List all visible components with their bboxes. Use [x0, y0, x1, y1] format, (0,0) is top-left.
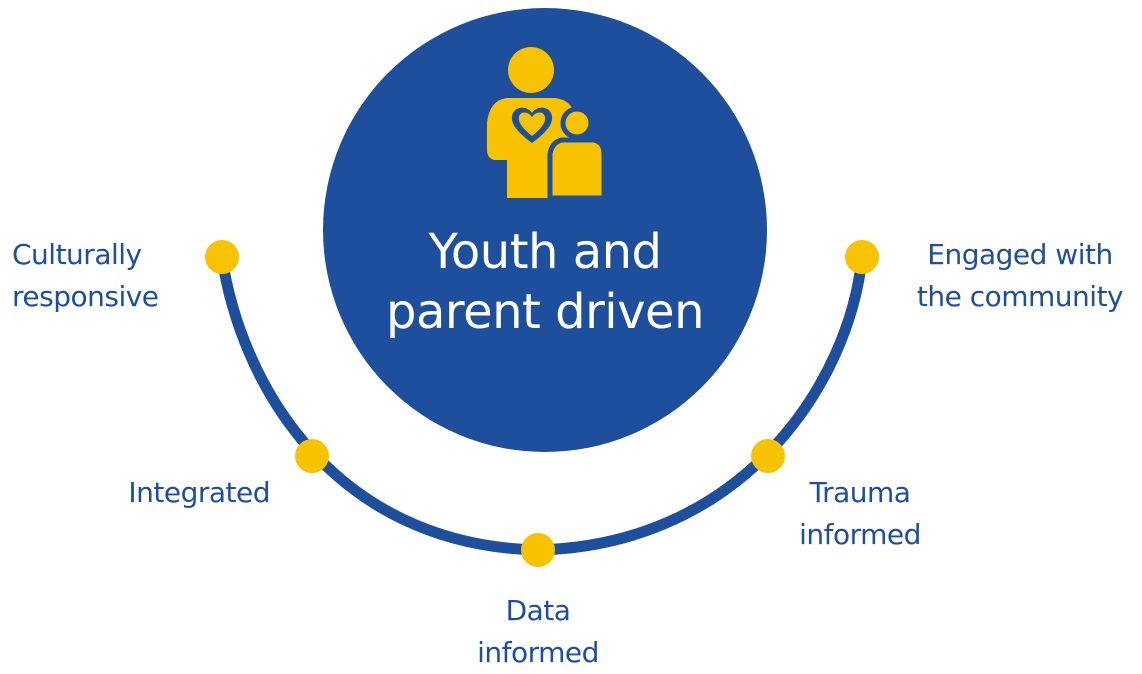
- center-title-line1: Youth and: [428, 224, 662, 280]
- pillar-trauma-line2: informed: [799, 518, 921, 551]
- center-title-line2: parent driven: [386, 284, 705, 340]
- pillar-engaged-line2: the community: [916, 280, 1124, 313]
- center-circle: [323, 8, 767, 452]
- pillar-culturally-line2: responsive: [12, 280, 159, 313]
- pillar-label-culturally-responsive: Culturally responsive: [12, 234, 212, 318]
- pillar-label-data-informed: Data informed: [428, 590, 648, 674]
- pillar-integrated-line1: Integrated: [128, 476, 270, 509]
- center-title: Youth and parent driven: [345, 222, 745, 342]
- pillar-label-engaged-with-community: Engaged with the community: [898, 234, 1142, 318]
- pillar-label-integrated: Integrated: [60, 472, 270, 514]
- pillar-label-trauma-informed: Trauma informed: [760, 472, 960, 556]
- pillar-trauma-line1: Trauma: [809, 476, 911, 509]
- dot-culturally: [205, 240, 239, 274]
- dot-data: [521, 533, 555, 567]
- pillar-culturally-line1: Culturally: [12, 238, 142, 271]
- pillar-data-line1: Data: [505, 594, 571, 627]
- pillar-engaged-line1: Engaged with: [927, 238, 1113, 271]
- dot-integrated: [295, 439, 329, 473]
- dot-trauma: [751, 439, 785, 473]
- parent-child-heart-icon: [487, 47, 607, 201]
- dot-engaged: [845, 240, 879, 274]
- pillar-data-line2: informed: [477, 636, 599, 669]
